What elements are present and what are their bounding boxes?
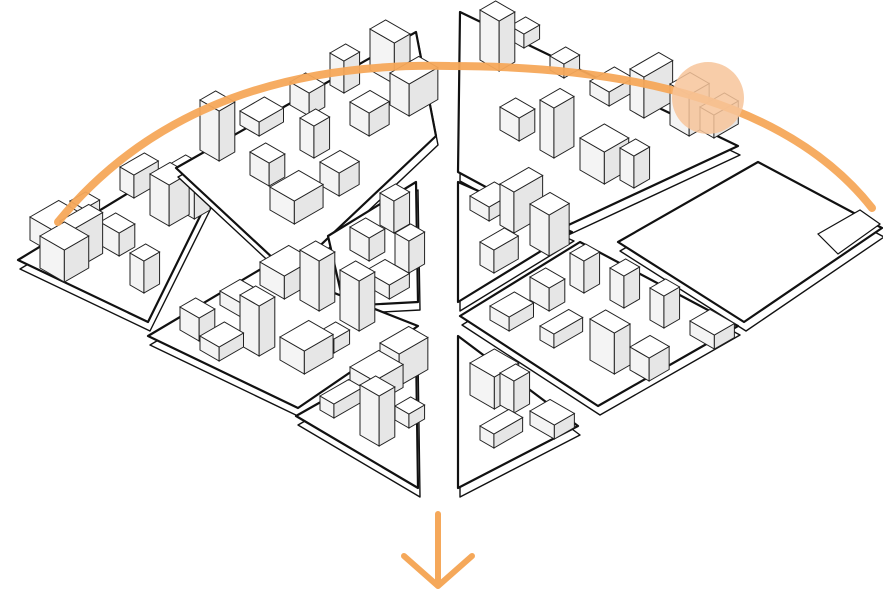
building-face (608, 258, 641, 277)
building-face (528, 267, 566, 289)
city-block-lower-middle (294, 325, 429, 498)
building-face (338, 260, 376, 282)
building-face (348, 349, 405, 382)
building-face (393, 396, 426, 415)
building-face (528, 398, 576, 426)
building-face (498, 363, 531, 382)
building-face (178, 297, 216, 319)
sun-icon (672, 62, 744, 134)
building-face (358, 271, 376, 332)
building-face (238, 285, 276, 307)
building-face (98, 212, 136, 234)
building-cluster (488, 243, 736, 382)
city-block-lower-right (458, 240, 741, 416)
building-face (648, 278, 681, 297)
building-cluster (318, 325, 429, 447)
building-face (278, 319, 335, 352)
building-face (38, 221, 90, 251)
sun-path-arc (54, 61, 876, 226)
building-face (358, 375, 396, 397)
building-face (538, 308, 584, 335)
building-face (498, 11, 516, 72)
building-face (548, 46, 581, 65)
building-cluster (468, 348, 576, 449)
building-face (298, 240, 336, 262)
building-face (118, 152, 160, 176)
building-face (258, 296, 276, 357)
city-block-upper-middle (174, 19, 439, 284)
building-face (538, 87, 575, 109)
building-face (478, 408, 524, 435)
building-face (378, 183, 411, 202)
building-face (328, 43, 361, 62)
city-block-lower-right-triangle (456, 334, 581, 498)
building-face (498, 97, 536, 119)
building-face (628, 334, 671, 359)
building-face (218, 101, 236, 162)
building-face (478, 227, 520, 251)
building-face (628, 51, 674, 78)
building-face (393, 223, 426, 242)
building-face (378, 386, 396, 447)
building-face (198, 321, 245, 348)
building-face (528, 191, 571, 216)
building-face (348, 89, 391, 114)
building-cluster (348, 183, 426, 300)
building-face (488, 291, 535, 318)
building-face (348, 217, 386, 239)
building-cluster (468, 166, 571, 274)
building-face (618, 138, 651, 157)
building-face (368, 19, 412, 44)
building-face (248, 142, 286, 164)
building-face (568, 243, 601, 262)
city-block-middle-right (456, 166, 575, 312)
building-cluster (178, 240, 376, 375)
building-face (318, 149, 361, 174)
building-cluster (198, 19, 439, 225)
building-face (688, 308, 736, 336)
building-face (363, 258, 411, 286)
building-face (578, 123, 630, 153)
building-face (318, 251, 336, 312)
building-face (268, 169, 325, 202)
building-face (128, 243, 161, 262)
empty-plaza-block (616, 160, 883, 332)
building-face (539, 99, 555, 159)
building-face (498, 166, 544, 193)
building-face (238, 96, 285, 123)
building-face (478, 0, 516, 22)
city-block-lower-left (146, 240, 421, 418)
building-face (588, 309, 632, 334)
building-face (508, 16, 541, 35)
arrow-down-icon (401, 511, 475, 589)
building-face (298, 108, 331, 127)
building-face (378, 325, 429, 355)
